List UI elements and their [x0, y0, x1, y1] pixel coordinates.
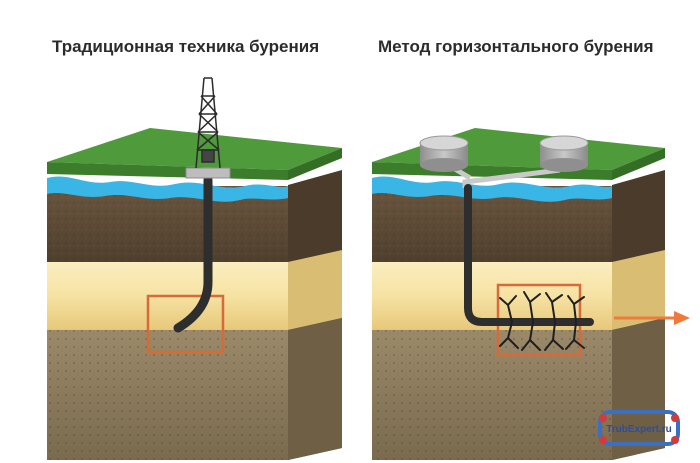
- side-sand-layer: [612, 250, 665, 330]
- side-deep-layer: [288, 318, 342, 460]
- pipe-logo-icon: [598, 410, 680, 446]
- traditional-block: [47, 77, 342, 460]
- vertical-well-pipe: [173, 175, 213, 333]
- site-logo: TrubExpert.ru: [598, 410, 680, 446]
- storage-tank-icon: [539, 135, 589, 172]
- grass-top: [47, 128, 342, 170]
- side-deep-layer: [612, 318, 665, 460]
- logo-text: TrubExpert.ru: [606, 424, 672, 435]
- grass-side-edge: [612, 148, 665, 180]
- side-sand-layer: [288, 250, 342, 330]
- title-traditional-drilling: Традиционная техника бурения: [52, 37, 320, 56]
- water-layer: [47, 176, 288, 202]
- horizontal-block: [372, 128, 665, 460]
- storage-tank-icon: [419, 135, 469, 172]
- horizontal-well-pipe: [464, 184, 594, 326]
- grass-side-edge: [288, 148, 342, 180]
- drilling-rig-icon: [195, 77, 221, 169]
- arrow-right-icon: [614, 311, 690, 325]
- water-layer: [372, 176, 612, 202]
- target-zone: [146, 294, 225, 354]
- wellhead-base: [185, 167, 231, 179]
- title-horizontal-drilling: Метод горизонтального бурения: [378, 37, 654, 56]
- deep-texture: [372, 330, 612, 460]
- fracture-network: [499, 291, 585, 351]
- deep-texture: [47, 330, 288, 460]
